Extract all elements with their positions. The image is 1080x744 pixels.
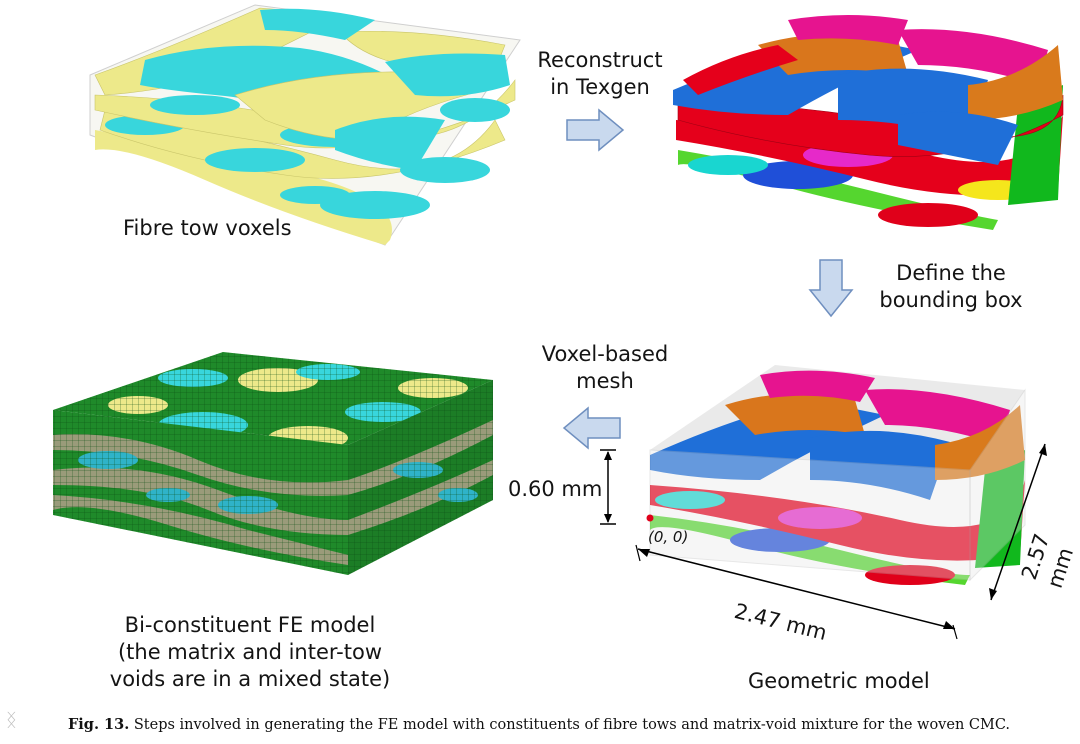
length-x-dimension-marker [635,544,958,640]
height-dimension-label: 0.60 mm [508,477,603,501]
texgen-model-image [673,15,1064,230]
fe-model-label: Bi-constituent FE model (the matrix and … [109,613,391,691]
fibre-tow-voxels-image [89,4,521,246]
arrow-left-icon [562,406,621,450]
caption-fig-number: Fig. 13. [68,716,130,733]
figure-caption: Fig. 13. Steps involved in generating th… [68,716,1068,733]
reconstruct-label: Reconstruct in Texgen [537,48,663,99]
arrow-right-icon [566,108,625,152]
geometric-model-label: Geometric model [748,669,930,693]
geometric-model-image [646,365,1026,585]
origin-label: (0, 0) [648,528,689,546]
voxel-based-mesh-label: Voxel-based mesh [541,342,669,393]
arrow-down-icon [808,259,854,318]
define-bounding-box-label: Define the bounding box [879,261,1023,312]
height-dimension-marker [600,449,616,525]
fe-voxel-mesh-image [53,352,493,575]
watermark-icon: ᛝ [6,710,17,731]
fibre-tow-voxels-label: Fibre tow voxels [123,216,292,240]
caption-text: Steps involved in generating the FE mode… [133,717,1011,733]
length-y-dimension-marker [989,443,1047,601]
